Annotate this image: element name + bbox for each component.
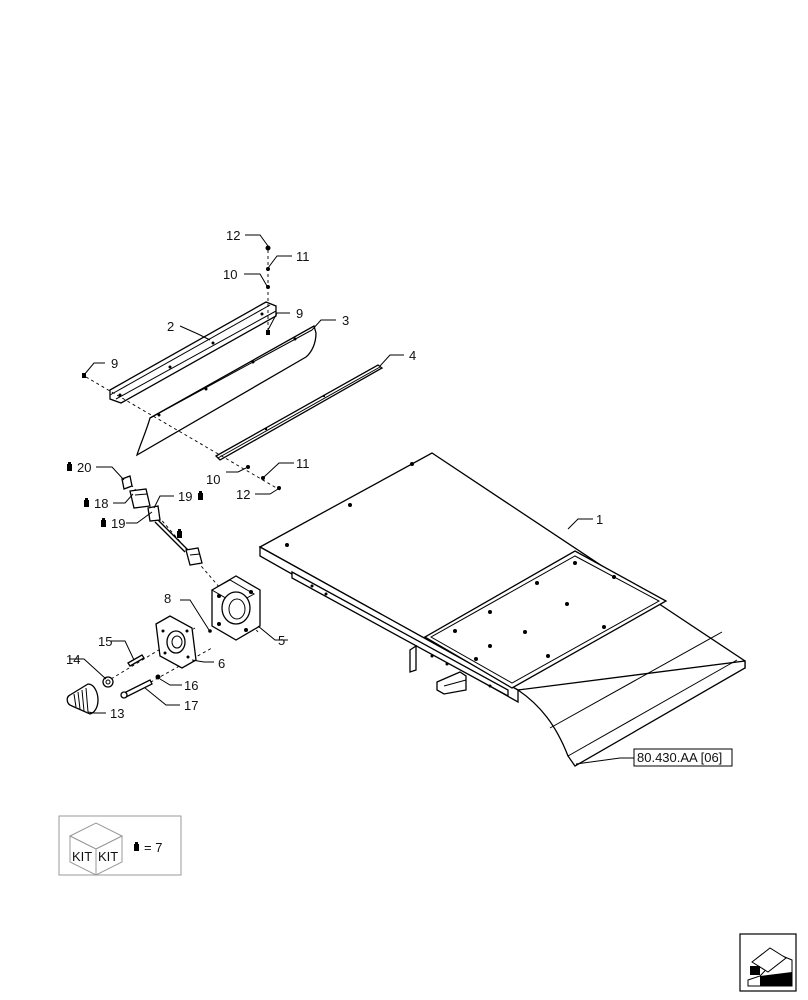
part-1-cover-panel: [258, 452, 746, 767]
small-hardware: [102, 629, 212, 699]
callout-9-top: 9: [296, 306, 303, 321]
callout-19-right: 19: [178, 489, 192, 504]
callout-15: 15: [98, 634, 112, 649]
kit-marker-icon: [67, 462, 72, 471]
part-2-rail: [109, 301, 277, 404]
callout-8: 8: [164, 591, 171, 606]
callout-3: 3: [342, 313, 349, 328]
callout-11-bottom: 11: [296, 456, 310, 471]
callout-10-top: 10: [223, 267, 237, 282]
callout-6: 6: [218, 656, 225, 671]
kit-equals: = 7: [144, 840, 162, 855]
callout-12-bottom: 12: [236, 487, 250, 502]
kit-marker-icon: [101, 518, 106, 527]
kit-marker-icon: [198, 491, 203, 500]
callout-9-left: 9: [111, 356, 118, 371]
kit-marker-icons: [67, 462, 203, 538]
reference-link[interactable]: 80.430.AA [06]: [633, 748, 733, 767]
fasteners-bottom: [246, 465, 281, 490]
callout-19-left: 19: [111, 516, 125, 531]
callout-4: 4: [409, 348, 416, 363]
kit-text-left: KIT: [72, 849, 92, 864]
kit-marker-icon: [134, 842, 139, 851]
callout-17: 17: [184, 698, 198, 713]
callout-12-top: 12: [226, 228, 240, 243]
kit-marker-icon: [84, 498, 89, 507]
part-13-coupling: [66, 683, 99, 715]
part-5-bearing-housing: [210, 575, 261, 641]
callout-11-top: 11: [296, 249, 310, 264]
callout-1: 1: [596, 512, 603, 527]
callout-10-bottom: 10: [206, 472, 220, 487]
callout-labels: 1 2 3 4 5 6 8 9 9 10 10 11 11 12 12 13 1…: [66, 228, 603, 721]
callout-5: 5: [278, 633, 285, 648]
callout-13: 13: [110, 706, 124, 721]
part-4-flat-strip: [214, 364, 384, 461]
callout-18: 18: [94, 496, 108, 511]
leader-lines: [69, 234, 635, 765]
kit-legend: KIT KIT = 7: [58, 815, 182, 876]
sensor-assembly: [121, 475, 203, 566]
kit-marker-icon: [177, 529, 182, 538]
reference-label[interactable]: 80.430.AA [06]: [637, 750, 722, 765]
callout-14: 14: [66, 652, 80, 667]
callout-20: 20: [77, 460, 91, 475]
callout-2: 2: [167, 319, 174, 334]
page-navigation-icon[interactable]: [739, 933, 797, 992]
kit-box-icon: KIT KIT: [68, 822, 124, 876]
part-6-flange-plate: [155, 615, 197, 669]
callout-16: 16: [184, 678, 198, 693]
part-3-seal-strip: [135, 325, 317, 457]
kit-text-right: KIT: [98, 849, 118, 864]
